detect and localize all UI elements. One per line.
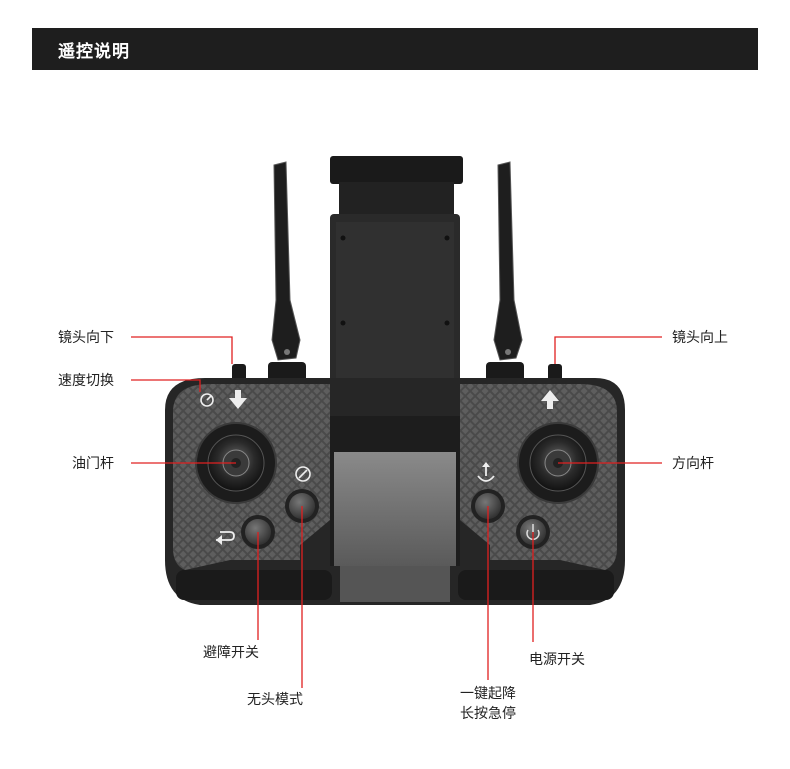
label-lens-down: 镜头向下	[58, 330, 114, 346]
compass-icon	[295, 466, 311, 482]
phone-holder	[330, 156, 463, 392]
right-antenna	[486, 161, 524, 382]
leader-line-speed-switch	[131, 379, 201, 392]
arrow-down-icon	[229, 390, 247, 409]
speed-icon	[200, 393, 214, 407]
label-direction-stick: 方向杆	[672, 456, 714, 472]
header-banner: 遥控说明	[32, 28, 758, 70]
leader-line-lens-down	[131, 336, 233, 364]
left-antenna	[268, 161, 306, 382]
takeoff-landing-icon	[477, 462, 495, 482]
label-headless-mode: 无头模式	[247, 692, 303, 708]
arrow-up-icon	[541, 390, 559, 409]
label-throttle-stick: 油门杆	[72, 456, 114, 472]
label-speed-switch: 速度切换	[58, 373, 114, 389]
label-takeoff-landing-line2: 长按急停	[460, 706, 516, 722]
page-title: 遥控说明	[58, 42, 130, 62]
return-icon	[216, 531, 235, 545]
leader-lines	[131, 336, 662, 688]
label-lens-up: 镜头向上	[672, 330, 728, 346]
label-takeoff-landing-line1: 一键起降	[460, 686, 516, 702]
label-obstacle-switch: 避障开关	[203, 645, 259, 661]
label-power-switch: 电源开关	[529, 652, 585, 668]
leader-line-lens-up	[554, 336, 662, 364]
label-takeoff-landing: 一键起降 长按急停	[446, 684, 530, 724]
